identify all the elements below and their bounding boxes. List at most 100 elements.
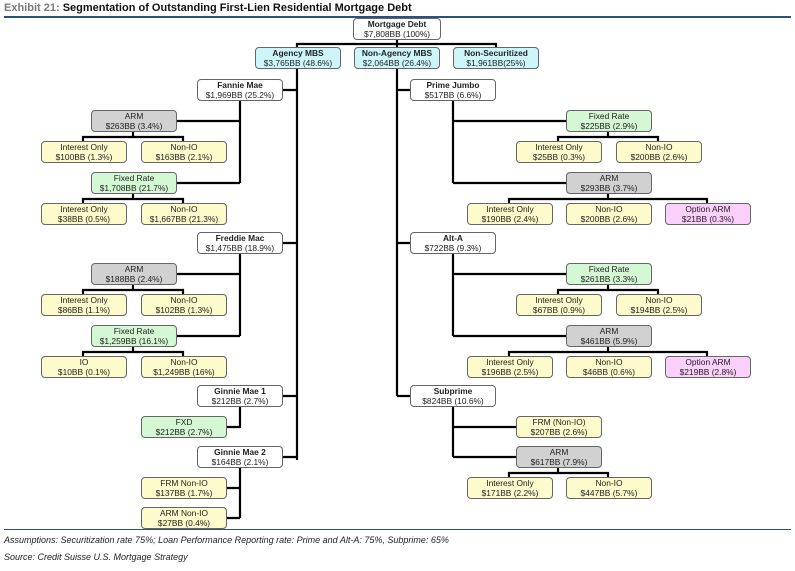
- node-ginnie-mae-1: Ginnie Mae 1 $212BB (2.7%): [197, 385, 283, 407]
- node-value: $171BB (2.2%): [481, 488, 539, 498]
- node-value: $1,249BB (16%): [153, 367, 215, 377]
- node-value: $67BB (0.9%): [532, 305, 586, 315]
- node-value: $219BB (2.8%): [679, 367, 737, 377]
- node-non-agency-mbs: Non-Agency MBS $2,064BB (26.4%): [354, 47, 440, 69]
- node-value: $293BB (3.7%): [580, 183, 638, 193]
- node-value: $517BB (6.6%): [424, 90, 482, 100]
- connector-freddie-fixed: [81, 347, 185, 356]
- node-ginnie-2-frm-non-io: FRM Non-IO $137BB (1.7%): [141, 477, 227, 499]
- node-value: $617BB (7.9%): [530, 457, 588, 467]
- node-value: $1,961BB(25%): [466, 58, 526, 68]
- node-value: $824BB (10.6%): [422, 396, 484, 406]
- node-prime-jumbo: Prime Jumbo $517BB (6.6%): [410, 79, 496, 101]
- node-label: Interest Only: [486, 357, 534, 367]
- connector-subprime: [451, 407, 516, 459]
- connector-freddie: [176, 254, 242, 338]
- connector-alta-fixed: [556, 285, 660, 294]
- node-label: ARM: [549, 447, 569, 457]
- node-freddie-arm: ARM $188BB (2.4%): [91, 263, 177, 285]
- node-label: Subprime: [433, 386, 473, 396]
- node-label: Mortgage Debt: [367, 19, 427, 29]
- node-value: $2,064BB (26.4%): [362, 58, 432, 68]
- node-label: Non-Agency MBS: [361, 48, 433, 58]
- node-subprime-arm-non-io: Non-IO $447BB (5.7%): [566, 477, 652, 499]
- node-alta-arm-io: Interest Only $196BB (2.5%): [467, 356, 553, 378]
- node-subprime-arm-io: Interest Only $171BB (2.2%): [467, 477, 553, 499]
- node-label: ARM: [599, 326, 619, 336]
- node-label: ARM Non-IO: [160, 508, 208, 518]
- node-value: $164BB (2.1%): [211, 457, 269, 467]
- node-value: $10BB (0.1%): [57, 367, 111, 377]
- connector-alta: [451, 254, 566, 338]
- node-value: $212BB (2.7%): [155, 427, 213, 437]
- node-label: Option ARM: [685, 204, 731, 214]
- node-value: $100BB (1.3%): [55, 152, 113, 162]
- node-freddie-fixed-non-io: Non-IO $1,249BB (16%): [141, 356, 227, 378]
- node-alta-option-arm: Option ARM $219BB (2.8%): [665, 356, 751, 378]
- node-label: Fixed Rate: [113, 326, 155, 336]
- node-ginnie-mae-2: Ginnie Mae 2 $164BB (2.1%): [197, 446, 283, 468]
- node-label: Fixed Rate: [588, 264, 630, 274]
- connector-fannie: [176, 101, 242, 185]
- node-value: $1,667BB (21.3%): [149, 214, 219, 224]
- assumptions-note: Assumptions: Securitization rate 75%; Lo…: [4, 535, 449, 545]
- node-value: $7,808BB (100%): [363, 29, 431, 39]
- node-subprime: Subprime $824BB (10.6%): [410, 385, 496, 407]
- node-label: Fannie Mae: [217, 80, 263, 90]
- node-alta-fixed-non-io: Non-IO $194BB (2.5%): [616, 294, 702, 316]
- connector-subprime-arm: [507, 468, 610, 477]
- node-value: $38BB (0.5%): [57, 214, 111, 224]
- node-label: Freddie Mac: [215, 233, 265, 243]
- node-value: $200BB (2.6%): [630, 152, 688, 162]
- connector-ginnie2: [226, 468, 242, 520]
- node-subprime-frm: FRM (Non-IO) $207BB (2.6%): [516, 416, 602, 438]
- node-fannie-fixed-io: Interest Only $38BB (0.5%): [41, 203, 127, 225]
- node-label: Interest Only: [535, 295, 583, 305]
- node-fannie-fixed: Fixed Rate $1,708BB (21.7%): [91, 172, 177, 194]
- node-ginnie-2-arm-non-io: ARM Non-IO $27BB (0.4%): [141, 507, 227, 529]
- node-label: Non-IO: [595, 478, 623, 488]
- node-value: $225BB (2.9%): [580, 121, 638, 131]
- top-rule: [4, 16, 791, 18]
- node-value: $1,969BB (25.2%): [205, 90, 275, 100]
- node-label: Non-IO: [170, 204, 198, 214]
- node-value: $722BB (9.3%): [424, 243, 482, 253]
- node-label: Fixed Rate: [588, 111, 630, 121]
- node-alta-fixed: Fixed Rate $261BB (3.3%): [566, 263, 652, 285]
- node-value: $1,259BB (16.1%): [99, 336, 169, 346]
- node-label: Interest Only: [486, 204, 534, 214]
- node-value: $261BB (3.3%): [580, 274, 638, 284]
- node-value: $1,708BB (21.7%): [99, 183, 169, 193]
- node-alta-arm-non-io: Non-IO $46BB (0.6%): [566, 356, 652, 378]
- node-value: $263BB (3.4%): [105, 121, 163, 131]
- node-label: IO: [79, 357, 89, 367]
- node-label: Non-IO: [170, 295, 198, 305]
- connector-root: [295, 40, 498, 47]
- node-label: Non-IO: [170, 142, 198, 152]
- node-label: Ginnie Mae 2: [214, 447, 266, 457]
- node-jumbo-arm-non-io: Non-IO $200BB (2.6%): [566, 203, 652, 225]
- connector-jumbo: [451, 101, 566, 185]
- exhibit-title-text: Segmentation of Outstanding First-Lien R…: [62, 2, 412, 14]
- node-freddie-fixed-io: IO $10BB (0.1%): [41, 356, 127, 378]
- node-freddie-fixed: Fixed Rate $1,259BB (16.1%): [91, 325, 177, 347]
- node-non-securitized: Non-Securitized $1,961BB(25%): [453, 47, 539, 69]
- node-alta-arm: ARM $461BB (5.9%): [566, 325, 652, 347]
- node-value: $207BB (2.6%): [530, 427, 588, 437]
- connector-fannie-fixed: [81, 194, 185, 203]
- node-label: Non-Securitized: [464, 48, 528, 58]
- node-label: Prime Jumbo: [426, 80, 480, 90]
- node-jumbo-fixed-non-io: Non-IO $200BB (2.6%): [616, 141, 702, 163]
- node-jumbo-fixed-io: Interest Only $25BB (0.3%): [516, 141, 602, 163]
- node-value: $137BB (1.7%): [155, 488, 213, 498]
- node-subprime-arm: ARM $617BB (7.9%): [516, 446, 602, 468]
- node-label: Non-IO: [595, 357, 623, 367]
- node-label: Non-IO: [645, 142, 673, 152]
- node-alt-a: Alt-A $722BB (9.3%): [410, 232, 496, 254]
- connector-alta-arm: [507, 347, 709, 356]
- node-value: $212BB (2.7%): [211, 396, 269, 406]
- node-value: $27BB (0.4%): [157, 518, 211, 528]
- node-value: $196BB (2.5%): [481, 367, 539, 377]
- connector-jumbo-arm: [507, 194, 709, 203]
